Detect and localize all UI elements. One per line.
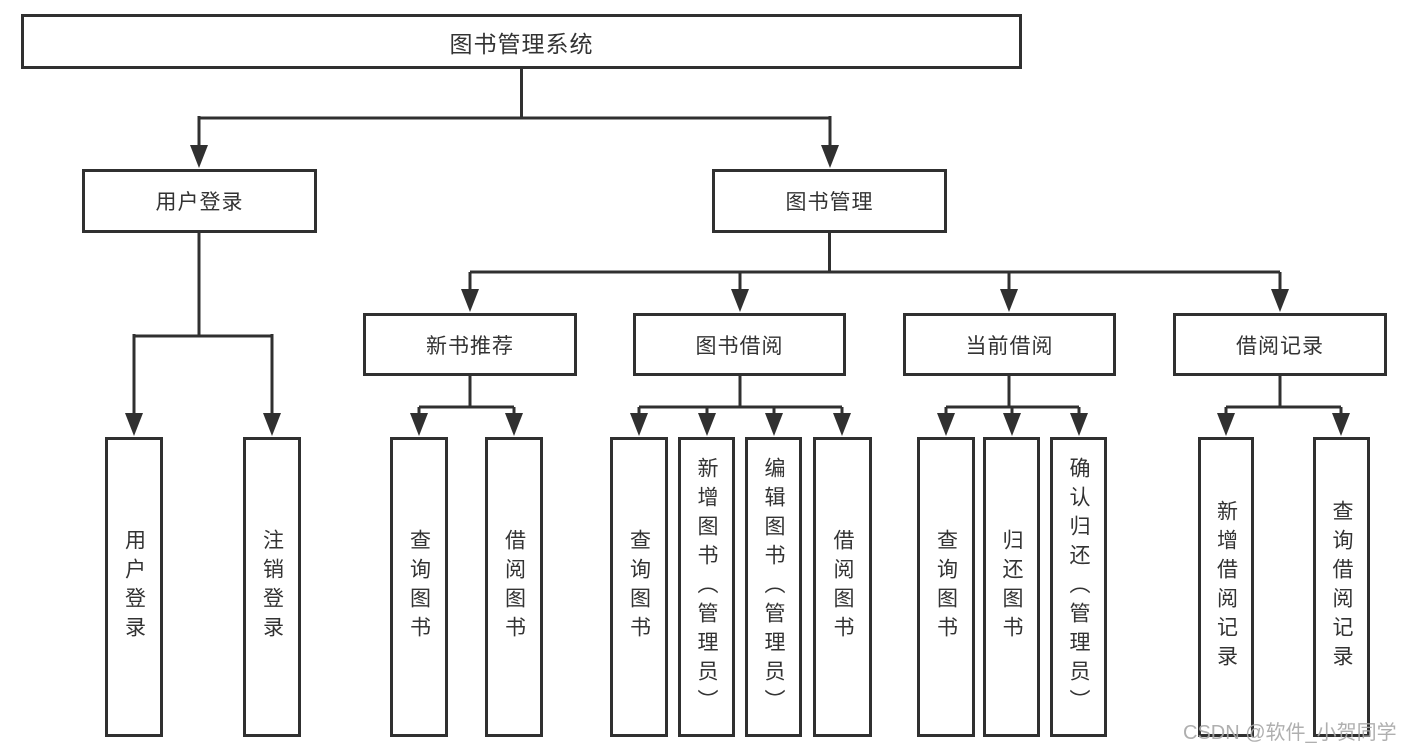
leaf-current-return-book: 归还图书: [983, 437, 1040, 737]
leaf-borrow-query-book: 查询图书: [610, 437, 668, 737]
arrowhead: [833, 413, 851, 436]
arrowhead: [190, 145, 208, 168]
node-book-borrow: 图书借阅: [633, 313, 846, 376]
leaf-rec-query-book: 查询图书: [390, 437, 448, 737]
leaf-user-login: 用户登录: [105, 437, 163, 737]
node-root: 图书管理系统: [21, 14, 1022, 69]
leaf-current-query-book: 查询图书: [917, 437, 975, 737]
connector-book-borrow-to-leaves: [637, 375, 844, 430]
connector-borrow-records-to-leaves: [1224, 375, 1343, 430]
arrowhead: [1003, 413, 1021, 436]
node-new-book-rec: 新书推荐: [363, 313, 577, 376]
leaf-borrow-edit-book: 编辑图书（管理员）: [745, 437, 802, 737]
arrowhead: [505, 413, 523, 436]
arrowhead: [765, 413, 783, 436]
leaf-rec-borrow-book: 借阅图书: [485, 437, 543, 737]
connector-user-login-to-leaves: [132, 232, 274, 430]
node-current-borrow: 当前借阅: [903, 313, 1116, 376]
arrowhead: [731, 289, 749, 312]
arrowhead: [937, 413, 955, 436]
arrowhead: [698, 413, 716, 436]
node-user-login: 用户登录: [82, 169, 317, 233]
leaf-borrow-add-book: 新增图书（管理员）: [678, 437, 735, 737]
node-borrow-records: 借阅记录: [1173, 313, 1387, 376]
arrowhead: [461, 289, 479, 312]
arrowhead: [1332, 413, 1350, 436]
arrowhead: [1271, 289, 1289, 312]
leaf-records-query-record: 查询借阅记录: [1313, 437, 1370, 737]
arrowhead: [1070, 413, 1088, 436]
arrowhead: [125, 413, 143, 436]
connector-new-book-rec-to-leaves: [417, 375, 516, 430]
leaf-records-add-record: 新增借阅记录: [1198, 437, 1254, 737]
arrowhead: [410, 413, 428, 436]
connector-current-borrow-to-leaves: [944, 375, 1081, 430]
node-book-mgmt: 图书管理: [712, 169, 947, 233]
leaf-logout: 注销登录: [243, 437, 301, 737]
leaf-borrow-borrow-book: 借阅图书: [813, 437, 872, 737]
leaf-current-confirm-return: 确认归还（管理员）: [1050, 437, 1107, 737]
arrowhead: [630, 413, 648, 436]
connector-root-to-level2: [197, 68, 832, 160]
arrowhead: [821, 145, 839, 168]
arrowhead: [263, 413, 281, 436]
arrowhead: [1217, 413, 1235, 436]
arrowhead: [1000, 289, 1018, 312]
watermark: CSDN @软件_小贺同学: [1183, 722, 1397, 744]
connector-book-mgmt-to-level3: [468, 232, 1282, 306]
